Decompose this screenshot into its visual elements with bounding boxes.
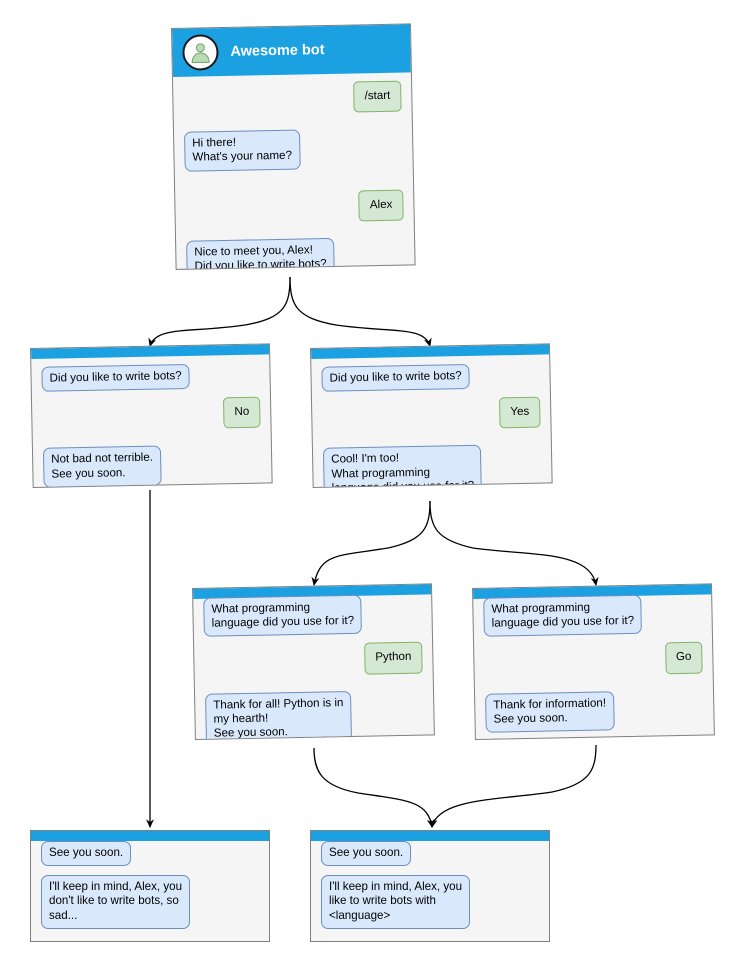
bot-message-bubble[interactable]: See you soon. (41, 841, 132, 867)
node-yes-branch-body: Did you like to write bots? Yes Cool! I'… (311, 354, 552, 488)
message-row: Yes (322, 396, 541, 432)
message-row: No (42, 396, 261, 432)
message-row: Thank for all! Python is in my hearth! S… (205, 689, 424, 740)
node-root-body: /start Hi there! What's your name? Alex … (173, 72, 415, 270)
message-row: Thank for information! See you soon. (485, 689, 704, 733)
node-root[interactable]: Awesome bot /start Hi there! What's your… (171, 23, 416, 270)
edge-root-to-yes (289, 276, 432, 347)
user-message-bubble[interactable]: Go (664, 641, 703, 674)
message-row: What programming language did you use fo… (483, 594, 702, 638)
user-message-bubble[interactable]: Alex (358, 189, 404, 222)
bot-message-bubble[interactable]: What programming language did you use fo… (483, 594, 643, 638)
message-row: /start (183, 80, 402, 116)
message-row: See you soon. (321, 841, 539, 867)
node-end-happy-header (311, 831, 549, 841)
user-message-bubble[interactable]: /start (353, 80, 402, 113)
bot-message-bubble[interactable]: Thank for all! Python is in my hearth! S… (205, 690, 353, 740)
node-end-sad[interactable]: See you soon. I'll keep in mind, Alex, y… (30, 830, 270, 942)
message-row: Cool! I'm too! What programming language… (322, 444, 542, 488)
node-end-sad-header (31, 831, 269, 841)
bot-message-bubble[interactable]: I'll keep in mind, Alex, you like to wri… (321, 875, 471, 929)
bot-message-bubble[interactable]: Did you like to write bots? (41, 363, 190, 392)
node-end-happy-body: See you soon. I'll keep in mind, Alex, y… (311, 841, 549, 939)
node-go-branch[interactable]: What programming language did you use fo… (472, 583, 715, 740)
message-row: Python (204, 641, 423, 677)
bot-message-bubble[interactable]: Nice to meet you, Alex! Did you like to … (186, 237, 335, 270)
edge-root-to-no (148, 276, 291, 347)
bot-message-bubble[interactable]: I'll keep in mind, Alex, you don't like … (41, 875, 191, 929)
node-go-branch-body: What programming language did you use fo… (473, 594, 714, 740)
message-row: Go (484, 641, 703, 677)
message-row: Nice to meet you, Alex! Did you like to … (186, 236, 405, 270)
message-row: I'll keep in mind, Alex, you don't like … (41, 875, 259, 929)
edge-python-to-end-happy (313, 747, 435, 828)
user-message-bubble[interactable]: No (223, 396, 261, 429)
bot-message-bubble[interactable]: Thank for information! See you soon. (485, 690, 615, 733)
message-row: What programming language did you use fo… (203, 594, 422, 638)
message-row: See you soon. (41, 841, 259, 867)
node-no-branch-body: Did you like to write bots? No Not bad n… (31, 354, 272, 488)
node-yes-branch[interactable]: Did you like to write bots? Yes Cool! I'… (310, 343, 553, 488)
node-root-header: Awesome bot (172, 24, 411, 77)
node-python-branch-body: What programming language did you use fo… (193, 594, 434, 740)
message-row: Hi there! What's your name? (183, 128, 403, 172)
bot-message-bubble[interactable]: Not bad not terrible. See you soon. (42, 445, 162, 488)
message-row: I'll keep in mind, Alex, you like to wri… (321, 875, 539, 929)
edge-yes-to-python (311, 500, 431, 586)
node-root-title: Awesome bot (230, 42, 325, 60)
node-end-sad-body: See you soon. I'll keep in mind, Alex, y… (31, 841, 269, 939)
node-python-branch[interactable]: What programming language did you use fo… (192, 583, 435, 740)
user-message-bubble[interactable]: Yes (499, 396, 541, 429)
edge-yes-to-go (429, 500, 599, 586)
node-no-branch[interactable]: Did you like to write bots? No Not bad n… (30, 343, 273, 488)
edge-go-to-end-happy (429, 744, 597, 828)
bot-message-bubble[interactable]: Did you like to write bots? (321, 363, 470, 392)
bot-message-bubble[interactable]: What programming language did you use fo… (203, 594, 363, 638)
bot-message-bubble[interactable]: Cool! I'm too! What programming language… (322, 445, 483, 488)
user-message-bubble[interactable]: Python (363, 641, 423, 675)
message-row: Not bad not terrible. See you soon. (42, 444, 262, 488)
node-end-happy[interactable]: See you soon. I'll keep in mind, Alex, y… (310, 830, 550, 942)
bot-message-bubble[interactable]: Hi there! What's your name? (183, 129, 301, 172)
message-row: Alex (185, 189, 404, 224)
person-avatar-icon (182, 34, 219, 71)
bot-message-bubble[interactable]: See you soon. (321, 841, 412, 867)
